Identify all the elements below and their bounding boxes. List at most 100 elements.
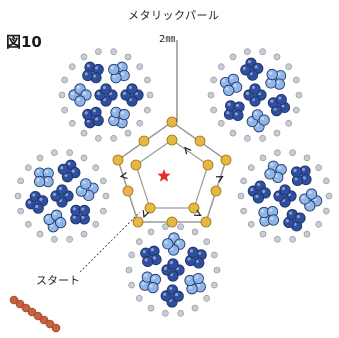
- cluster-bead-shine: [32, 193, 35, 196]
- cluster-bead: [127, 84, 137, 94]
- cluster-bead-shine: [236, 104, 239, 107]
- center-bead: [280, 185, 290, 195]
- cluster-bead-shine: [262, 218, 265, 221]
- cluster-bead: [253, 193, 263, 203]
- seed-bead: [81, 155, 87, 161]
- start-star-icon: [157, 169, 170, 182]
- seed-bead: [274, 54, 280, 60]
- metallic-pearl: [123, 186, 133, 196]
- cluster-bead-shine: [249, 118, 252, 121]
- cluster-bead: [75, 96, 85, 106]
- seed-bead: [126, 267, 132, 273]
- cluster-bead-shine: [81, 207, 84, 210]
- center-bead-shine: [164, 267, 167, 270]
- cluster-bead-shine: [151, 248, 154, 251]
- cluster-bead-shine: [71, 92, 74, 95]
- seed-bead: [304, 231, 310, 237]
- cluster-bead-shine: [111, 66, 114, 69]
- cluster-bead-shine: [39, 198, 42, 201]
- seed-bead: [25, 221, 31, 227]
- cluster-bead-shine: [152, 276, 155, 279]
- seed-bead: [62, 77, 68, 83]
- seed-bead: [18, 208, 24, 214]
- cluster-bead-shine: [142, 282, 145, 285]
- cluster-bead: [93, 115, 103, 125]
- seed-bead: [290, 236, 296, 242]
- metallic-pearl: [133, 217, 143, 227]
- seed-bead: [111, 135, 117, 141]
- seed-bead: [95, 49, 101, 55]
- cluster-bead-shine: [28, 201, 31, 204]
- metallic-pearl: [201, 217, 211, 227]
- metallic-pearl: [145, 203, 155, 213]
- seed-bead: [136, 239, 142, 245]
- metallic-pearl: [203, 160, 213, 170]
- cluster-bead-shine: [222, 79, 225, 82]
- seed-bead: [274, 130, 280, 136]
- cluster-bead: [109, 64, 119, 74]
- cluster-bead-shine: [270, 100, 273, 103]
- seed-bead: [293, 107, 299, 113]
- cluster-bead: [81, 179, 91, 189]
- cluster-bead-shine: [83, 92, 86, 95]
- cluster-bead-shine: [267, 171, 270, 174]
- cluster-bead: [241, 65, 251, 75]
- seed-bead: [192, 229, 198, 235]
- motif-right: [238, 150, 332, 243]
- cluster-bead: [267, 69, 277, 79]
- center-bead-shine: [53, 193, 56, 196]
- seed-bead: [218, 64, 224, 70]
- cluster-bead-shine: [278, 166, 281, 169]
- seed-bead: [218, 120, 224, 126]
- center-bead: [57, 185, 67, 195]
- cluster-bead-shine: [145, 258, 148, 261]
- seed-bead: [81, 54, 87, 60]
- seed-bead: [260, 135, 266, 141]
- cluster-bead: [148, 282, 158, 292]
- seed-bead: [62, 107, 68, 113]
- seed-bead: [208, 92, 214, 98]
- inner-thread: [136, 140, 208, 208]
- seed-bead: [137, 64, 143, 70]
- motif-top-right: [208, 49, 302, 142]
- cluster-bead-shine: [153, 256, 156, 259]
- cluster-bead-shine: [257, 183, 260, 186]
- center-bead: [250, 84, 260, 94]
- seed-bead: [211, 107, 217, 113]
- seed-bead: [18, 178, 24, 184]
- metallic-pearl: [195, 136, 205, 146]
- seed-bead: [214, 267, 220, 273]
- cluster-bead-shine: [235, 112, 238, 115]
- cluster-bead-shine: [163, 293, 166, 296]
- cluster-bead-shine: [72, 170, 75, 173]
- cluster-bead: [33, 203, 43, 213]
- seed-bead: [93, 221, 99, 227]
- seed-bead: [230, 130, 236, 136]
- seed-bead: [260, 49, 266, 55]
- seed-bead: [137, 120, 143, 126]
- cluster-bead-shine: [278, 96, 281, 99]
- copper-bead: [52, 324, 60, 332]
- seed-bead: [274, 150, 280, 156]
- cluster-bead-shine: [270, 163, 273, 166]
- bead-name-label: メタリックパール: [128, 7, 219, 23]
- seed-bead: [147, 92, 153, 98]
- cluster-bead-shine: [226, 87, 229, 90]
- cluster-bead: [259, 115, 269, 125]
- seed-bead: [37, 155, 43, 161]
- seed-bead: [274, 236, 280, 242]
- seed-bead: [316, 165, 322, 171]
- cluster-bead-shine: [189, 286, 192, 289]
- cluster-bead: [188, 247, 198, 257]
- cluster-bead: [233, 110, 243, 120]
- cluster-bead-shine: [302, 196, 305, 199]
- cluster-bead-shine: [85, 72, 88, 75]
- cluster-bead-shine: [95, 66, 98, 69]
- cluster-bead-shine: [78, 188, 81, 191]
- cluster-bead-shine: [230, 76, 233, 79]
- seed-bead: [204, 295, 210, 301]
- cluster-bead-shine: [293, 169, 296, 172]
- seed-bead: [286, 120, 292, 126]
- cluster-bead-shine: [308, 191, 311, 194]
- cluster-bead-shine: [129, 86, 132, 89]
